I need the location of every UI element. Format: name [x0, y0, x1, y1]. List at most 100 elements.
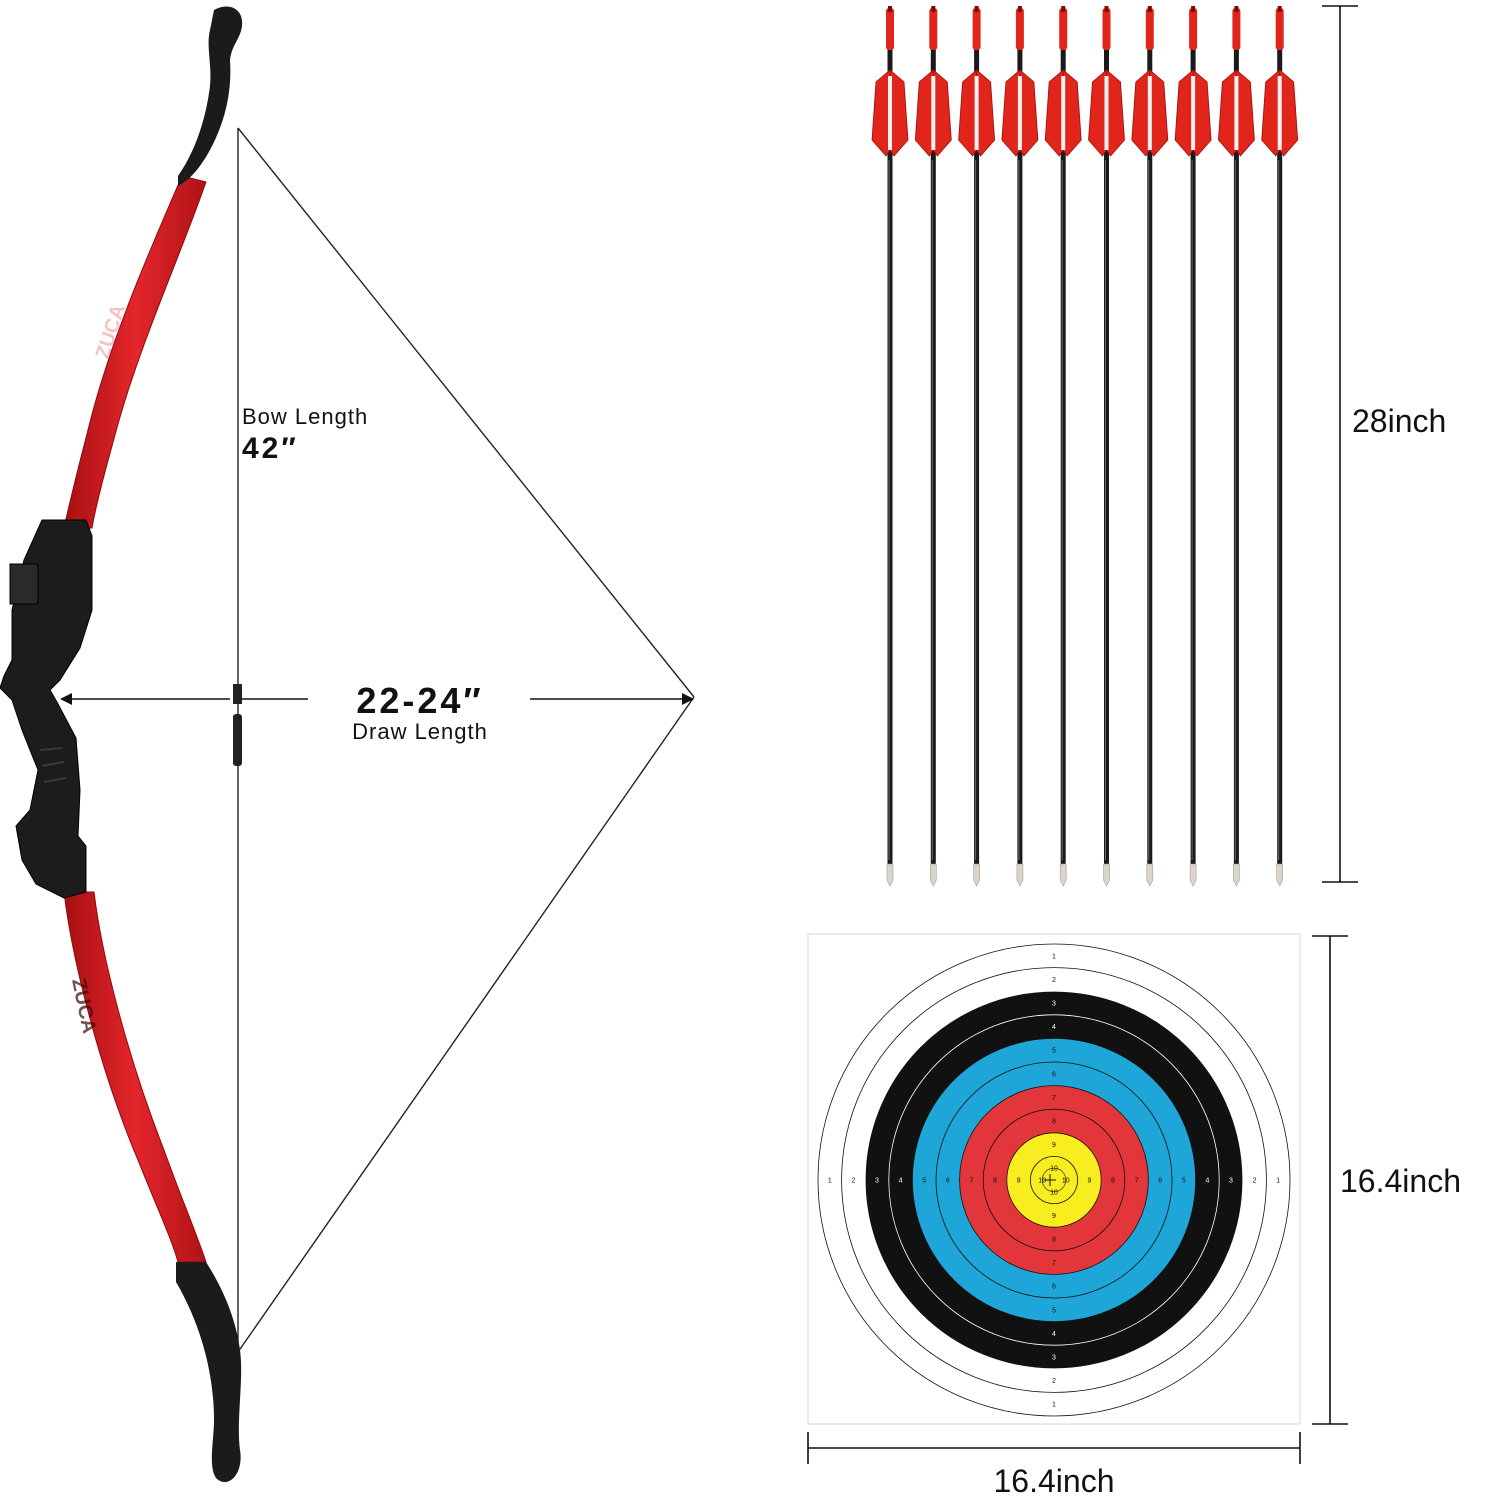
arrow-fletching-right [1236, 69, 1255, 157]
arrow-cock-vane [974, 76, 979, 150]
ring-number: 10 [1050, 1189, 1058, 1196]
recurve-bow: ZUCA ZUCA [0, 6, 695, 1483]
arrow-nock [1102, 8, 1111, 50]
arrow-fletching-left [1261, 69, 1281, 157]
arrow [1174, 6, 1212, 887]
arrow-tip [973, 863, 980, 887]
arrow-nock [1145, 8, 1154, 50]
target-height-dimension [1312, 935, 1484, 1425]
arrow-fletching-right [889, 69, 909, 157]
bow-riser [0, 519, 93, 899]
arrow-rest [9, 563, 39, 605]
arrow [1261, 6, 1299, 887]
target-width-dimension [807, 1432, 1301, 1464]
ring-number: 6 [946, 1178, 950, 1185]
arrow-fletching-right [1106, 69, 1125, 157]
arrow-cock-vane [1277, 76, 1282, 150]
arrow-nock [1059, 8, 1068, 50]
arrow-tip [1276, 863, 1283, 887]
arrow-cock-vane [1234, 76, 1239, 150]
arrow [958, 6, 996, 887]
arrow-set [871, 6, 1299, 887]
ring-number: 9 [1052, 1142, 1056, 1149]
grip-ridges [39, 747, 67, 783]
ring-number: 5 [922, 1178, 926, 1185]
ring-number: 5 [1182, 1178, 1186, 1185]
arrow [1088, 6, 1125, 887]
arrow-fletching-left [1044, 69, 1064, 157]
ring-number: 9 [1052, 1213, 1056, 1220]
arrow-fletching-right [976, 69, 996, 157]
ring-number: 8 [1052, 1119, 1056, 1126]
ring-number: 3 [1052, 1355, 1056, 1362]
draw-length-value: 22-24″ [356, 680, 483, 721]
arrow-fletching-right [1019, 69, 1039, 157]
arrow-cock-vane [1147, 76, 1152, 150]
ring-number: 6 [1158, 1178, 1162, 1185]
arrow-cock-vane [1017, 76, 1022, 150]
arrow-tip [1146, 863, 1154, 887]
ring-number: 10 [1038, 1178, 1046, 1185]
ring-number: 4 [899, 1178, 903, 1185]
arrow-cock-vane [1104, 76, 1109, 150]
ring-number: 7 [1135, 1178, 1139, 1185]
ring-number: 1 [1276, 1178, 1280, 1185]
arrow-fletching-left [1217, 69, 1237, 157]
arrow-fletching-right [932, 69, 952, 157]
ring-number: 7 [1052, 1260, 1056, 1267]
ring-number: 1 [1052, 1402, 1056, 1409]
bow-length-label: Bow Length [242, 404, 368, 429]
bow-length-value: 42″ [242, 432, 299, 465]
arrow-tip [1059, 863, 1067, 887]
arrow-fletching-left [1088, 69, 1107, 157]
arrow-tip [1103, 863, 1110, 887]
arrow-cock-vane [1191, 76, 1196, 150]
ring-number: 2 [1052, 977, 1056, 984]
arrow [1131, 6, 1169, 887]
arrow [914, 6, 952, 887]
arrow-nock [929, 8, 938, 50]
target-x-ring [1041, 1167, 1067, 1193]
ring-number: 1 [1052, 953, 1056, 960]
ring-number: 3 [1052, 1001, 1056, 1008]
arrow-nock [886, 8, 894, 50]
arrow-nock [1015, 8, 1024, 50]
arrow-tip [1233, 863, 1240, 887]
arrow-tip [930, 863, 937, 887]
ring-number: 3 [1229, 1178, 1233, 1185]
arrow-cock-vane [931, 76, 936, 150]
arrow-length-label: 28inch [1352, 403, 1446, 439]
arrow-fletching-left [914, 69, 934, 157]
ring-number: 5 [1052, 1048, 1056, 1055]
arrow-length-dimension [1322, 5, 1476, 883]
ring-number: 2 [1052, 1378, 1056, 1385]
arrow [1217, 6, 1255, 887]
nock-point-lower [233, 714, 242, 766]
ring-number: 4 [1205, 1178, 1209, 1185]
ring-number: 2 [1253, 1178, 1257, 1185]
arrow-fletching-right [1279, 69, 1299, 157]
ring-number: 9 [1017, 1178, 1021, 1185]
ring-number: 3 [875, 1178, 879, 1185]
arrow-fletching-left [1131, 69, 1151, 157]
ring-number: 8 [1052, 1237, 1056, 1244]
arrow [1001, 6, 1039, 887]
ring-number: 6 [1052, 1071, 1056, 1078]
ring-number: 8 [993, 1178, 997, 1185]
ring-number: 10 [1050, 1166, 1058, 1173]
upper-tip-cap [178, 6, 243, 187]
ring-number: 9 [1087, 1178, 1091, 1185]
arrow [1044, 6, 1082, 887]
arrow-fletching-left [958, 69, 977, 157]
arrow-tip [886, 863, 894, 887]
ring-number: 7 [1052, 1095, 1056, 1102]
arrow-fletching-left [871, 69, 891, 157]
arrow-nock [1189, 8, 1198, 50]
ring-number: 5 [1052, 1307, 1056, 1314]
arrow-nock [1232, 8, 1241, 50]
target-height-label: 16.4inch [1340, 1163, 1461, 1199]
ring-number: 4 [1052, 1024, 1056, 1031]
